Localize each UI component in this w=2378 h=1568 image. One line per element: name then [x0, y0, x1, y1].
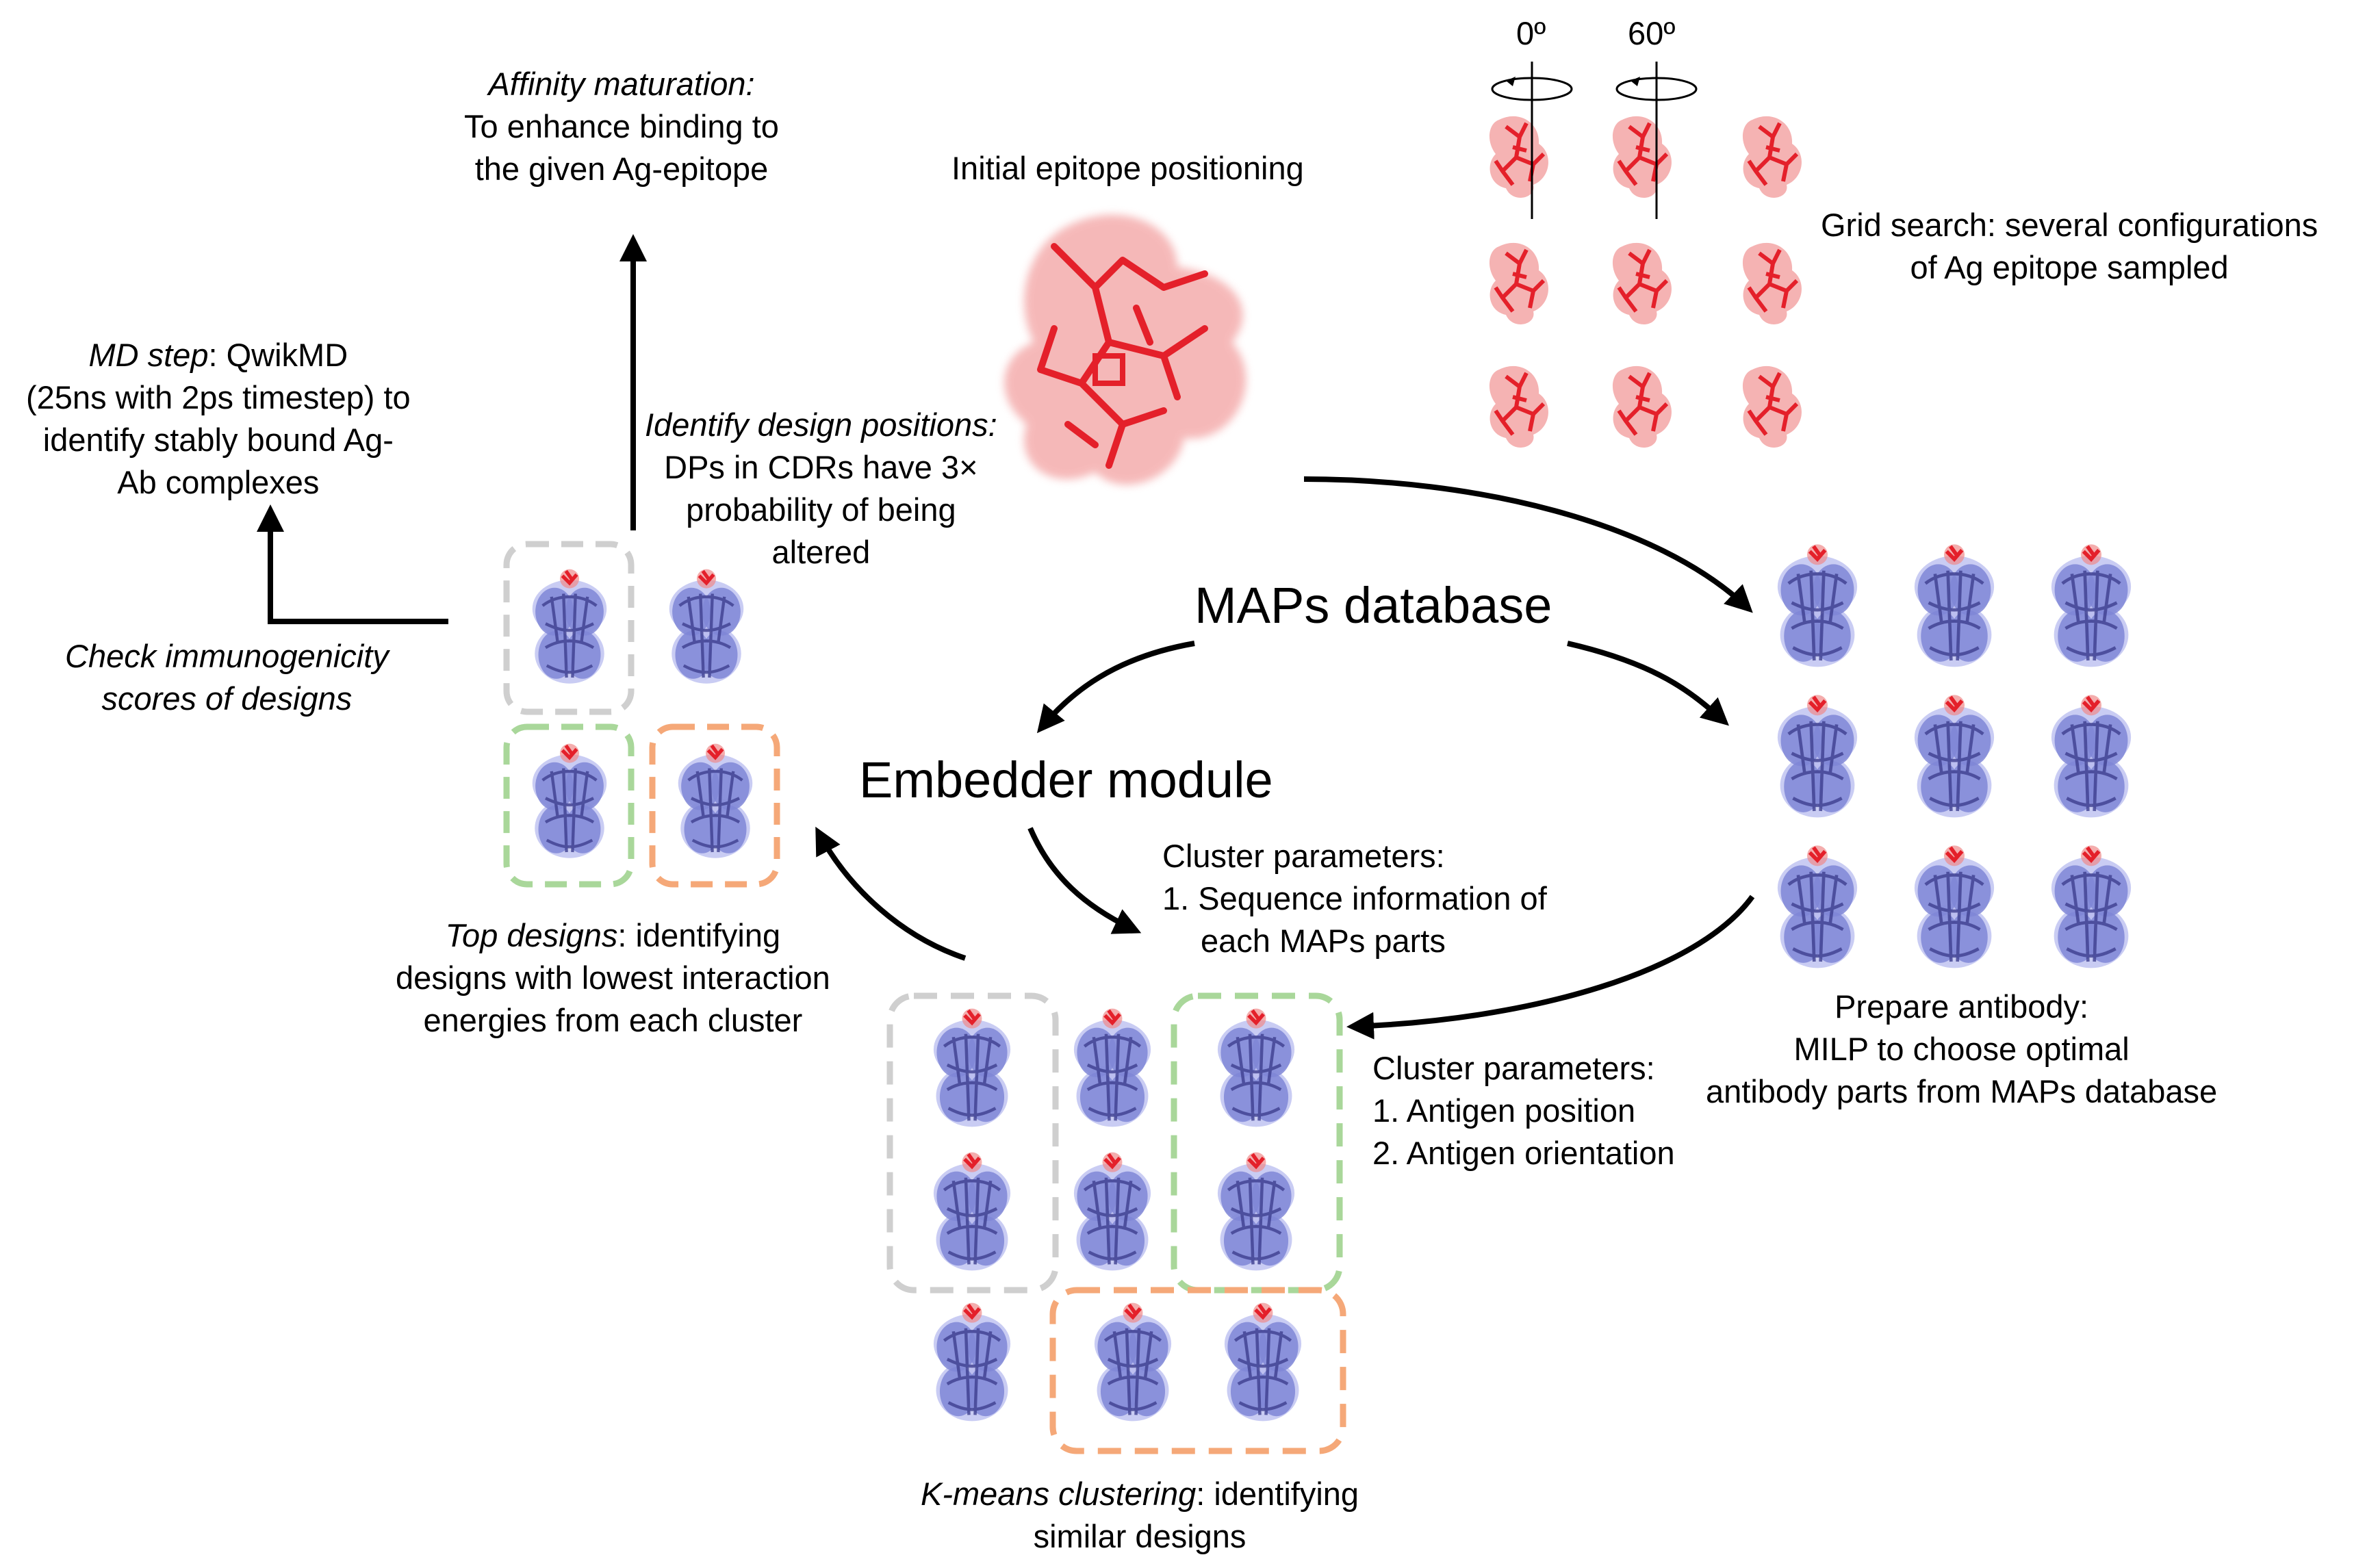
design-positions-label: Identify design positions: DPs in CDRs h…	[645, 407, 997, 570]
workflow-arrows	[257, 234, 1755, 1040]
grid-search-epitopes	[1490, 62, 1802, 448]
angle-60-label: 60º	[1628, 15, 1676, 51]
cluster-position-label: Cluster parameters: 1. Antigen position …	[1372, 1050, 1675, 1171]
cluster-sequence-label: Cluster parameters: 1. Sequence informat…	[1162, 838, 1547, 959]
immunogenicity-label: Check immunogenicity scores of designs	[65, 638, 389, 717]
embedder-module-label: Embedder module	[859, 751, 1273, 808]
initial-epitope-structure	[1004, 214, 1246, 485]
clustered-designs	[886, 992, 1346, 1454]
grid-search-label: Grid search: several configurations of A…	[1821, 207, 2318, 285]
md-step-label: MD step: QwikMD (25ns with 2ps timestep)…	[26, 337, 411, 500]
prepared-antibodies	[1778, 544, 2131, 968]
maps-database-label: MAPs database	[1194, 577, 1552, 634]
initial-epitope-label: Initial epitope positioning	[951, 150, 1304, 186]
top-designs-group	[503, 541, 780, 888]
affinity-maturation-label: Affinity maturation: To enhance binding …	[464, 66, 779, 187]
angle-0-label: 0º	[1516, 15, 1546, 51]
top-designs-label: Top designs: identifying designs with lo…	[396, 917, 830, 1038]
kmeans-label: K-means clustering: identifying similar …	[921, 1476, 1359, 1554]
prepare-antibody-label: Prepare antibody: MILP to choose optimal…	[1706, 988, 2218, 1109]
